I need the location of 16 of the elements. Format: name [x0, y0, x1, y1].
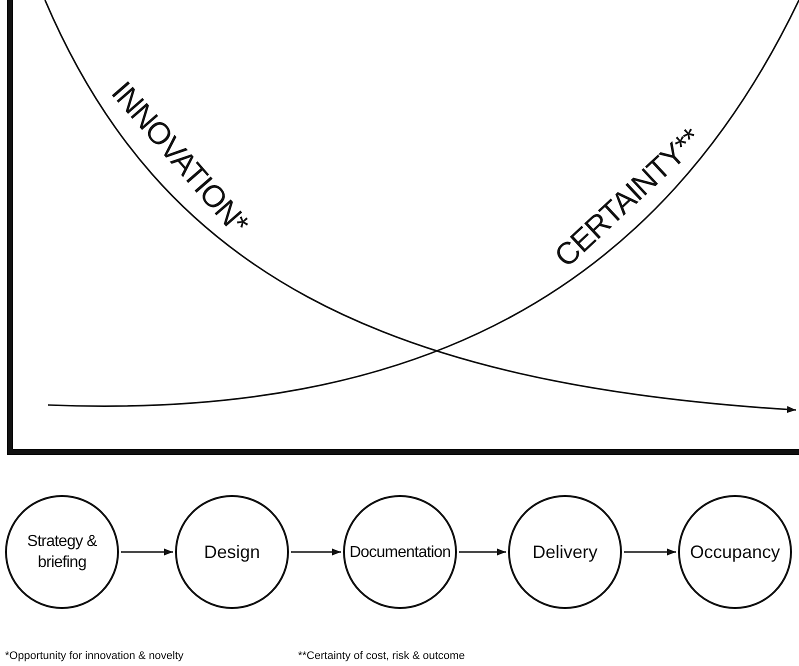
stage-label: Design	[202, 542, 262, 562]
footnote: *Opportunity for innovation & novelty	[5, 650, 184, 662]
stage-label: Delivery	[531, 542, 598, 562]
arrow	[459, 548, 506, 556]
footnote: **Certainty of cost, risk & outcome	[298, 650, 465, 662]
stage-circle	[5, 495, 119, 609]
stage-circle	[175, 495, 289, 609]
stage-label: Occupancy	[688, 542, 782, 562]
arrow	[624, 548, 676, 556]
stage-circle	[343, 495, 457, 609]
arrow	[291, 548, 341, 556]
stage-label: Strategy & briefing	[26, 532, 98, 573]
stage-circle	[678, 495, 792, 609]
arrow	[121, 548, 173, 556]
stage-circle	[508, 495, 622, 609]
stage-label: Documentation	[349, 542, 451, 562]
